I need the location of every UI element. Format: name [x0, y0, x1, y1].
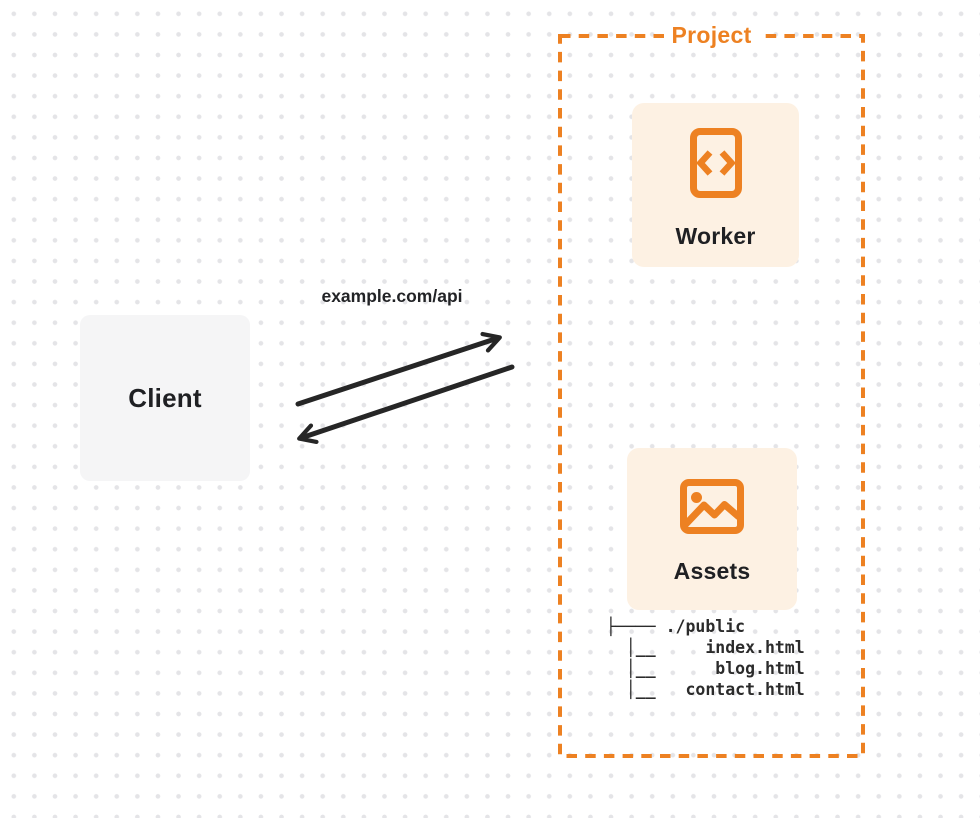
- assets-node: Assets: [627, 448, 797, 610]
- image-icon: [680, 479, 744, 534]
- worker-node: Worker: [632, 103, 799, 267]
- code-file-icon: [689, 128, 742, 198]
- file-tree: ├──── ./public │__ index.html │__ blog.h…: [606, 617, 805, 699]
- response-arrow: [297, 364, 515, 445]
- client-node: Client: [80, 315, 250, 481]
- worker-label: Worker: [675, 223, 756, 249]
- assets-label: Assets: [673, 558, 751, 584]
- client-label: Client: [128, 382, 202, 413]
- project-group: Project: [558, 20, 865, 50]
- project-group-label: Project: [664, 20, 759, 50]
- request-arrow: [295, 331, 502, 407]
- request-url-label: example.com/api: [321, 286, 463, 306]
